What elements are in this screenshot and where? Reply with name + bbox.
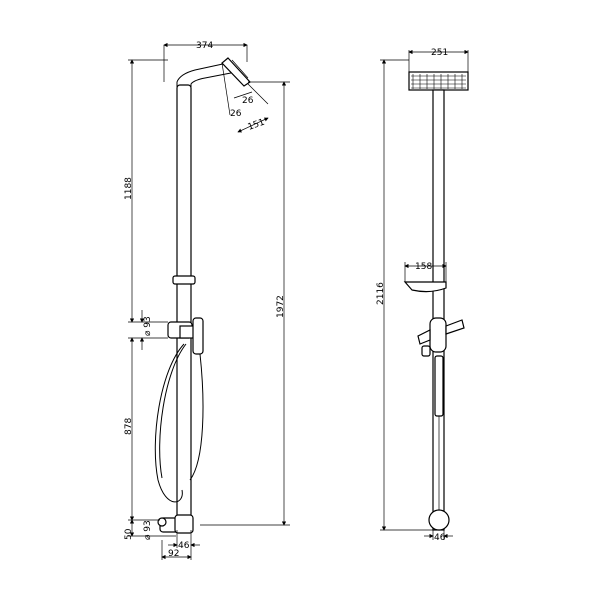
dim-shelf-width: 158 xyxy=(415,262,432,272)
dim-upper-height: 1188 xyxy=(124,177,134,200)
side-handshower xyxy=(192,317,204,355)
front-right-handle xyxy=(445,319,465,335)
front-shower-head xyxy=(408,71,469,91)
front-left-handle xyxy=(417,329,431,345)
dim-head-offset: 374 xyxy=(196,41,213,51)
dim-front-pipe-dia: 46 xyxy=(434,533,446,543)
dim-head-width: 251 xyxy=(431,48,448,58)
side-view: 374 1188 ⌀ 93 878 50 ⌀ 93 46 92 xyxy=(124,41,290,560)
front-thermostat xyxy=(429,317,447,353)
dim-wall-offset: 92 xyxy=(168,549,179,559)
side-height-clamp xyxy=(172,275,196,285)
dim-bottom-small: 50 xyxy=(124,528,134,540)
dim-valve-dia-upper: ⌀ 93 xyxy=(143,316,153,336)
front-bottom-valve xyxy=(428,509,450,531)
side-main-pipe xyxy=(176,84,192,526)
dim-lower-height: 878 xyxy=(124,418,134,435)
front-main-pipe xyxy=(432,89,445,531)
dim-head-angle-b: 26 xyxy=(230,109,242,119)
dim-side-pipe-dia: 46 xyxy=(178,541,190,551)
front-handshower xyxy=(434,355,444,417)
front-shelf xyxy=(403,281,447,293)
dim-head-size: 151 xyxy=(247,118,267,133)
dim-head-angle-a: 26 xyxy=(242,96,254,106)
front-view: 251 158 2116 46 xyxy=(376,48,469,543)
side-shower-head xyxy=(221,57,251,87)
side-hose xyxy=(154,343,185,503)
dim-rise: 1972 xyxy=(276,295,286,318)
side-shower-arm xyxy=(176,61,233,90)
dim-overall-height: 2116 xyxy=(376,282,386,305)
dim-valve-dia-lower: ⌀ 93 xyxy=(143,520,153,540)
